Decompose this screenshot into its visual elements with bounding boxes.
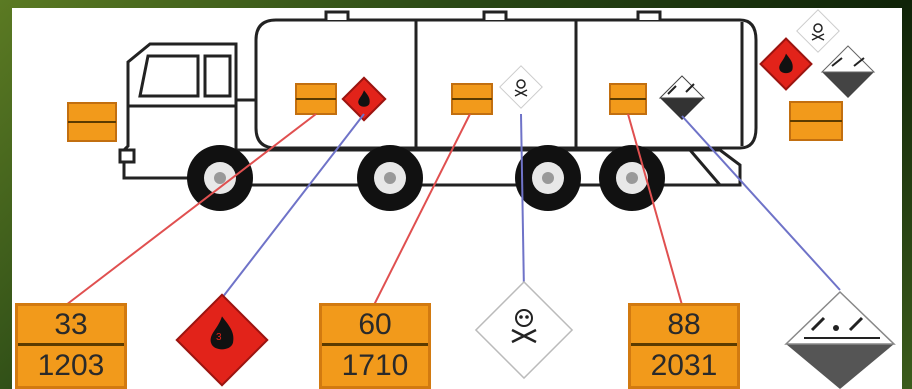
- extra-flammable-sign: [761, 39, 812, 90]
- hazard-plate-2: 60 1710: [319, 303, 431, 389]
- flammable-sign: 3: [177, 295, 268, 386]
- extra-corrosive-sign: [822, 46, 874, 98]
- corrosive-sign: [786, 292, 894, 389]
- hazard-number: 60: [322, 306, 428, 346]
- hazard-plate-1: 33 1203: [15, 303, 127, 389]
- un-number: 2031: [631, 346, 737, 386]
- hazard-plate-3: 88 2031: [628, 303, 740, 389]
- toxic-sign: [476, 282, 572, 378]
- extra-toxic-sign: [797, 10, 839, 52]
- hazard-number: 33: [18, 306, 124, 346]
- hazard-number: 88: [631, 306, 737, 346]
- un-number: 1203: [18, 346, 124, 386]
- svg-text:3: 3: [216, 332, 222, 343]
- un-number: 1710: [322, 346, 428, 386]
